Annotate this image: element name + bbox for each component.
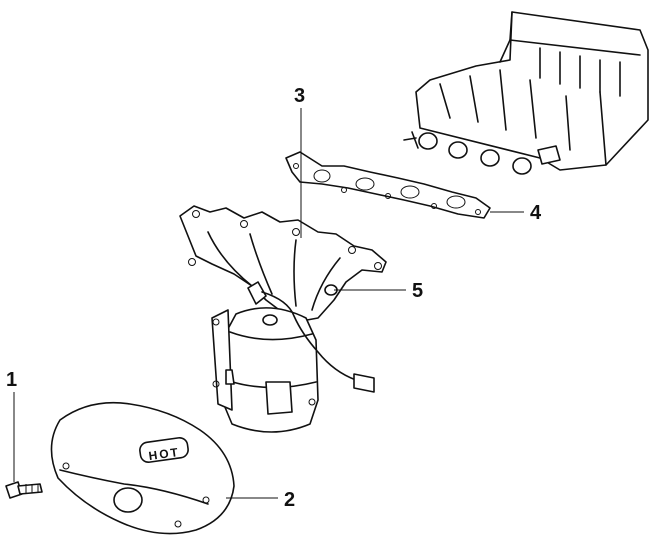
callout-1: 1: [6, 369, 18, 391]
callout-5: 5: [412, 280, 424, 302]
bolt: [5, 481, 43, 499]
leader-lines: [13, 108, 524, 499]
callout-3: 3: [294, 85, 306, 107]
oxygen-sensor: [247, 281, 375, 393]
exhaust-manifold: [179, 205, 387, 323]
callout-2: 2: [284, 489, 296, 511]
exhaust-manifold-gasket: [285, 151, 491, 219]
callout-4: 4: [530, 202, 542, 224]
hot-warning-label: HOT: [148, 445, 181, 463]
intake-manifold: [403, 11, 649, 175]
catalytic-converter: [211, 307, 319, 433]
heat-shield: HOT: [50, 401, 235, 535]
